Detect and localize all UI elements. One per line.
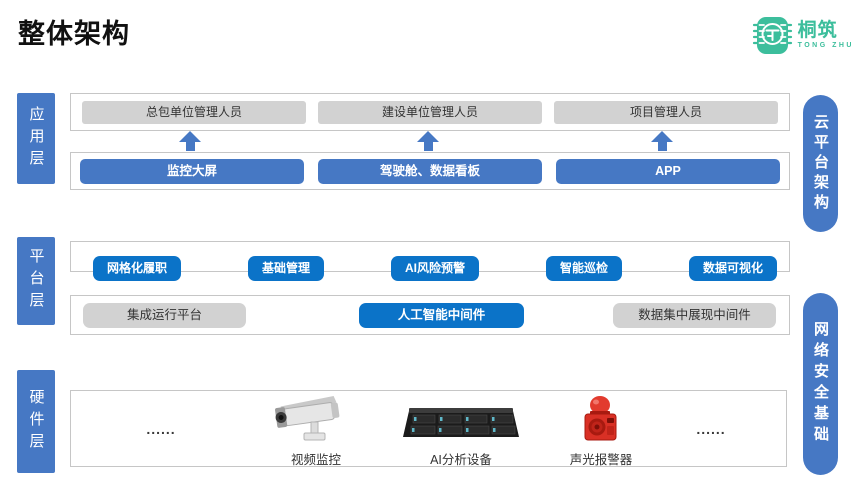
page-title: 整体架构	[18, 19, 130, 49]
device-label-alarm: 声光报警器	[569, 453, 633, 467]
device-label-video-surveillance: 视频监控	[290, 453, 341, 467]
app-box-cockpit-dashboard: 驾驶舱、数据看板	[318, 158, 542, 184]
hardware-devices-row: ...... 视频监控	[70, 390, 787, 467]
application-roles-row: 总包单位管理人员 建设单位管理人员 项目管理人员	[70, 93, 790, 131]
platform-modules-row: 网格化履职 基础管理 AI风险预警 智能巡检 数据可视化	[70, 241, 790, 281]
pill-cloud-platform: 云平台架构	[803, 95, 838, 232]
module-box-grid-duty: 网格化履职	[93, 256, 182, 281]
tongzhu-logo-icon	[752, 17, 792, 54]
device-sound-light-alarm: 声光报警器	[541, 395, 661, 468]
brand-text: 桐筑 TONG ZHU	[798, 20, 854, 51]
device-video-camera: 视频监控	[256, 395, 376, 468]
pill-network-security: 网络安全基础	[803, 293, 838, 475]
alarm-icon	[584, 396, 617, 441]
device-label-ai-analysis: AI分析设备	[430, 453, 492, 467]
ellipsis-right: ......	[696, 421, 726, 437]
platform-middleware-row: 集成运行平台 人工智能中间件 数据集中展现中间件	[70, 295, 790, 335]
role-box-general-contractor: 总包单位管理人员	[82, 100, 306, 124]
app-box-app: APP	[556, 158, 780, 184]
module-box-basic-management: 基础管理	[247, 256, 324, 281]
label-platform-layer: 平台层	[17, 237, 55, 325]
role-box-construction-unit: 建设单位管理人员	[318, 100, 542, 124]
camera-icon	[275, 395, 340, 441]
label-application-layer: 应用层	[17, 93, 55, 184]
role-box-project-manager: 项目管理人员	[554, 100, 778, 124]
up-arrow-icon	[179, 131, 201, 151]
application-apps-row: 监控大屏 驾驶舱、数据看板 APP	[70, 152, 790, 190]
server-icon	[403, 408, 519, 437]
up-arrow-icon	[651, 131, 673, 151]
module-box-data-visualization: 数据可视化	[688, 256, 777, 281]
middleware-box-ai-middleware: 人工智能中间件	[359, 303, 524, 328]
device-ai-server: AI分析设备	[401, 395, 521, 468]
module-box-ai-risk-warning: AI风险预警	[390, 256, 479, 281]
middleware-box-data-display: 数据集中展现中间件	[613, 303, 776, 328]
middleware-box-integrated-platform: 集成运行平台	[83, 303, 246, 328]
up-arrow-icon	[417, 131, 439, 151]
brand-name: 桐筑	[797, 20, 838, 41]
ellipsis-left: ......	[146, 421, 176, 437]
app-box-monitor-screen: 监控大屏	[80, 158, 304, 184]
brand-subname: TONG ZHU	[797, 42, 854, 49]
label-hardware-layer: 硬件层	[17, 370, 55, 473]
brand-logo: 桐筑 TONG ZHU	[752, 15, 854, 56]
module-box-smart-inspection: 智能巡检	[545, 256, 622, 281]
